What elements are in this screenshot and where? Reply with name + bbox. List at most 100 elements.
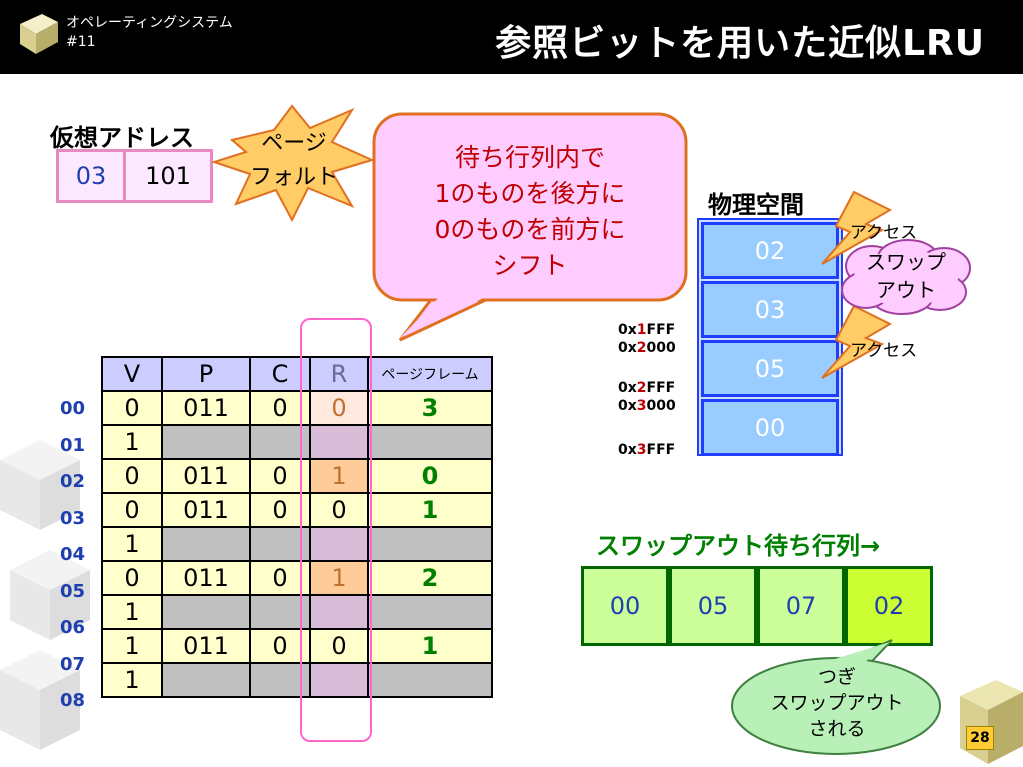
access-lightning-2-icon xyxy=(821,304,893,379)
swap-out-cloud-text: スワップ アウト xyxy=(848,248,964,304)
address-1: 0x1FFF xyxy=(618,322,676,338)
row-label: 01 xyxy=(60,434,86,456)
cell-frame: 3 xyxy=(367,390,493,426)
cell-r: 0 xyxy=(309,492,369,528)
cell-r xyxy=(309,594,369,630)
queue-item-1: 05 xyxy=(669,566,757,646)
cell-v: 0 xyxy=(101,560,163,596)
cell-c: 0 xyxy=(249,560,311,596)
cell-v: 0 xyxy=(101,492,163,528)
row-label: 08 xyxy=(60,690,86,711)
header-v: V xyxy=(101,356,163,392)
callout-line4: シフト xyxy=(492,251,568,280)
cell-p: 011 xyxy=(161,560,251,596)
swap-cloud-line1: スワップ xyxy=(866,250,946,274)
cell-r: 1 xyxy=(309,560,369,596)
row-label: 00 xyxy=(60,398,86,419)
row-label: 07 xyxy=(60,653,86,675)
cell-p xyxy=(161,424,251,460)
cell-r xyxy=(309,662,369,698)
page-table-row: 1 xyxy=(101,662,493,698)
cell-v: 1 xyxy=(101,594,163,630)
page-number: 28 xyxy=(966,726,994,750)
cell-p xyxy=(161,594,251,630)
cell-r: 1 xyxy=(309,458,369,494)
access-label-2: アクセス xyxy=(850,341,918,361)
cell-frame xyxy=(367,526,493,562)
page-table-header-row: V P C R ページフレーム xyxy=(101,356,493,392)
address-3: 0x2FFF xyxy=(618,380,676,396)
queue-item-0: 00 xyxy=(581,566,669,646)
row-label: 02 xyxy=(60,471,86,492)
r-column-highlight xyxy=(300,318,372,742)
address-4: 0x3000 xyxy=(618,398,676,414)
cell-r xyxy=(309,424,369,460)
cube-logo-icon xyxy=(20,14,58,54)
cell-frame xyxy=(367,424,493,460)
row-label: 03 xyxy=(60,507,86,529)
header-r: R xyxy=(309,356,369,392)
virtual-page-number: 03 xyxy=(56,149,126,203)
next-swap-line3: される xyxy=(808,718,866,740)
next-swap-line1: つぎ xyxy=(817,666,856,688)
page-fault-line2: フォルト xyxy=(249,165,338,190)
address-2: 0x2000 xyxy=(618,340,676,356)
row-label: 06 xyxy=(60,617,86,638)
cell-v: 1 xyxy=(101,662,163,698)
cell-r: 0 xyxy=(309,390,369,426)
page-table-row: 1 xyxy=(101,526,493,562)
physical-frame-1: 03 xyxy=(701,281,839,338)
access-lightning-1-icon xyxy=(821,190,893,265)
cell-p xyxy=(161,526,251,562)
title-bar xyxy=(0,0,1023,74)
shift-callout-text: 待ち行列内で 1のものを後方に 0のものを前方に シフト xyxy=(378,140,682,284)
queue-item-2: 07 xyxy=(757,566,845,646)
cell-v: 1 xyxy=(101,424,163,460)
slide-title: 参照ビットを用いた近似LRU xyxy=(495,23,985,64)
page-fault-burst-shape xyxy=(212,104,375,223)
cell-frame: 0 xyxy=(367,458,493,494)
next-swap-callout-shape xyxy=(731,639,941,755)
row-label: 04 xyxy=(60,544,86,565)
lecture-number: #11 xyxy=(66,34,96,50)
cell-v: 0 xyxy=(101,390,163,426)
course-name: オペレーティングシステム xyxy=(66,15,233,31)
cell-frame: 1 xyxy=(367,628,493,664)
cell-v: 1 xyxy=(101,628,163,664)
cell-r: 0 xyxy=(309,628,369,664)
cell-frame: 2 xyxy=(367,560,493,596)
next-swap-line2: スワップアウト xyxy=(770,692,904,714)
page-table-row: 1 xyxy=(101,424,493,460)
swap-cloud-line2: アウト xyxy=(876,278,936,302)
page-table-row: 1 xyxy=(101,594,493,630)
background-cubes-decoration xyxy=(0,440,90,750)
cell-p xyxy=(161,662,251,698)
row-label: 05 xyxy=(60,580,86,602)
cell-v: 1 xyxy=(101,526,163,562)
callout-line3: 0のものを前方に xyxy=(434,215,626,244)
virtual-offset: 101 xyxy=(123,149,213,203)
shift-callout-shape xyxy=(372,112,688,342)
callout-line1: 待ち行列内で xyxy=(454,143,605,172)
callout-line2: 1のものを後方に xyxy=(434,179,626,208)
next-swap-callout-text: つぎ スワップアウト される xyxy=(752,664,922,742)
corner-cube-decoration xyxy=(960,680,1023,764)
physical-frame-3: 00 xyxy=(701,399,839,456)
physical-memory-label: 物理空間 xyxy=(708,191,804,219)
cell-r xyxy=(309,526,369,562)
cell-p: 011 xyxy=(161,492,251,528)
cell-frame xyxy=(367,662,493,698)
swap-out-cloud-shape xyxy=(841,239,971,315)
queue-item-3: 02 xyxy=(845,566,933,646)
page-fault-line1: ページ xyxy=(261,131,327,156)
cell-p: 011 xyxy=(161,628,251,664)
cell-p: 011 xyxy=(161,390,251,426)
cell-frame xyxy=(367,594,493,630)
header-p: P xyxy=(161,356,251,392)
virtual-address-label: 仮想アドレス xyxy=(50,124,194,152)
